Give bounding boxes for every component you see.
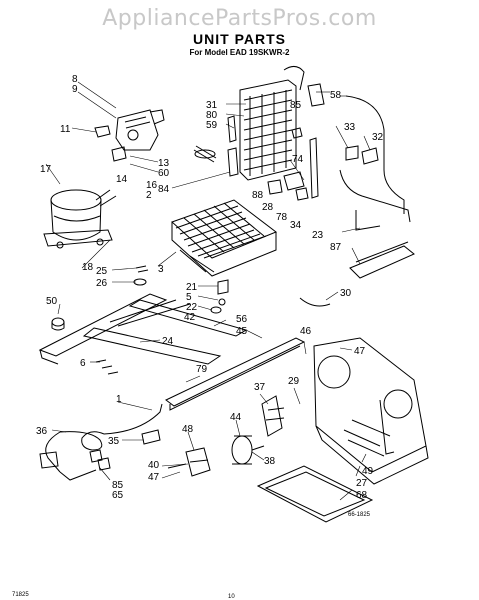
callout-13: 13 — [158, 158, 170, 169]
callout-38: 38 — [264, 456, 276, 467]
callout-60: 60 — [158, 168, 170, 179]
callout-21: 21 — [186, 282, 198, 293]
terminal-part — [89, 449, 111, 471]
callout-25: 25 — [96, 266, 108, 277]
fan-cover-part — [115, 109, 165, 151]
callout-18: 18 — [82, 262, 94, 273]
callout-2: 2 — [146, 190, 152, 201]
drain-tube-part — [339, 95, 411, 231]
callout-9: 9 — [72, 84, 78, 95]
callout-42: 42 — [184, 312, 196, 323]
callout-29: 29 — [288, 376, 300, 387]
screws-part — [133, 265, 229, 314]
base-frame-part — [38, 293, 248, 365]
page-number: 10 — [228, 594, 235, 600]
callout-5: 5 — [186, 292, 192, 303]
callout-68: 68 — [356, 490, 368, 501]
callout-80: 80 — [206, 110, 218, 121]
callout-6: 6 — [80, 358, 86, 369]
callout-33: 33 — [344, 122, 356, 133]
callout-22: 22 — [186, 302, 198, 313]
evaporator-part — [227, 66, 305, 181]
drain-trough-part — [349, 241, 415, 279]
callout-85-bottom: 85 — [112, 480, 124, 491]
callout-65: 65 — [112, 490, 124, 501]
callout-34: 34 — [290, 220, 302, 231]
drip-pan-part — [256, 465, 374, 523]
callout-59: 59 — [206, 120, 218, 131]
watermark: AppliancePartsPros.com — [102, 6, 377, 31]
thermostat-part — [309, 137, 379, 199]
callout-45: 45 — [236, 326, 248, 337]
relay-clip-part — [94, 125, 217, 163]
callout-17: 17 — [40, 164, 52, 175]
callout-27: 27 — [356, 478, 368, 489]
clips-part — [95, 359, 119, 375]
callout-47-right: 47 — [354, 346, 366, 357]
power-cord-part — [39, 403, 163, 481]
callout-49: 49 — [362, 466, 374, 477]
callout-87: 87 — [330, 242, 342, 253]
bracket-part — [307, 83, 325, 107]
callout-78: 78 — [276, 212, 288, 223]
callout-16: 16 — [146, 180, 158, 191]
callout-8: 8 — [72, 74, 78, 85]
page-title: UNIT PARTS — [193, 31, 286, 47]
callout-48: 48 — [182, 424, 194, 435]
compressor-housing-part — [313, 337, 429, 485]
callout-37: 37 — [254, 382, 266, 393]
callout-30: 30 — [340, 288, 352, 299]
fan-blade-part — [167, 447, 211, 477]
callout-50: 50 — [46, 296, 58, 307]
callout-79: 79 — [196, 364, 208, 375]
callout-35: 35 — [108, 436, 120, 447]
callout-46: 46 — [300, 326, 312, 337]
fan-motor-part — [231, 395, 285, 465]
compressor-part — [43, 189, 117, 249]
callout-47-left: 47 — [148, 472, 160, 483]
callout-88: 88 — [252, 190, 264, 201]
document-code: 71825 — [12, 592, 29, 598]
callout-74: 74 — [292, 154, 304, 165]
callout-32: 32 — [372, 132, 384, 143]
callout-3: 3 — [158, 264, 164, 275]
timer-bracket-part — [267, 127, 309, 201]
callout-14: 14 — [116, 174, 128, 185]
grommet-part — [51, 317, 65, 331]
callout-31: 31 — [206, 100, 218, 111]
callout-85-top: 85 — [290, 100, 302, 111]
figure-reference: 66-1825 — [348, 512, 371, 518]
callout-56: 56 — [236, 314, 248, 325]
condenser-coil-part — [171, 199, 278, 277]
callout-11: 11 — [60, 124, 71, 135]
callout-26: 26 — [96, 278, 108, 289]
callout-44: 44 — [230, 412, 242, 423]
wire-part — [299, 297, 331, 307]
callout-58: 58 — [330, 90, 342, 101]
callout-40: 40 — [148, 460, 160, 471]
callout-36: 36 — [36, 426, 48, 437]
callout-84: 84 — [158, 184, 170, 195]
callout-23: 23 — [312, 230, 324, 241]
callout-1: 1 — [116, 394, 122, 405]
model-subtitle: For Model EAD 19SKWR-2 — [189, 48, 290, 57]
callout-28: 28 — [262, 202, 274, 213]
callout-24: 24 — [162, 336, 174, 347]
